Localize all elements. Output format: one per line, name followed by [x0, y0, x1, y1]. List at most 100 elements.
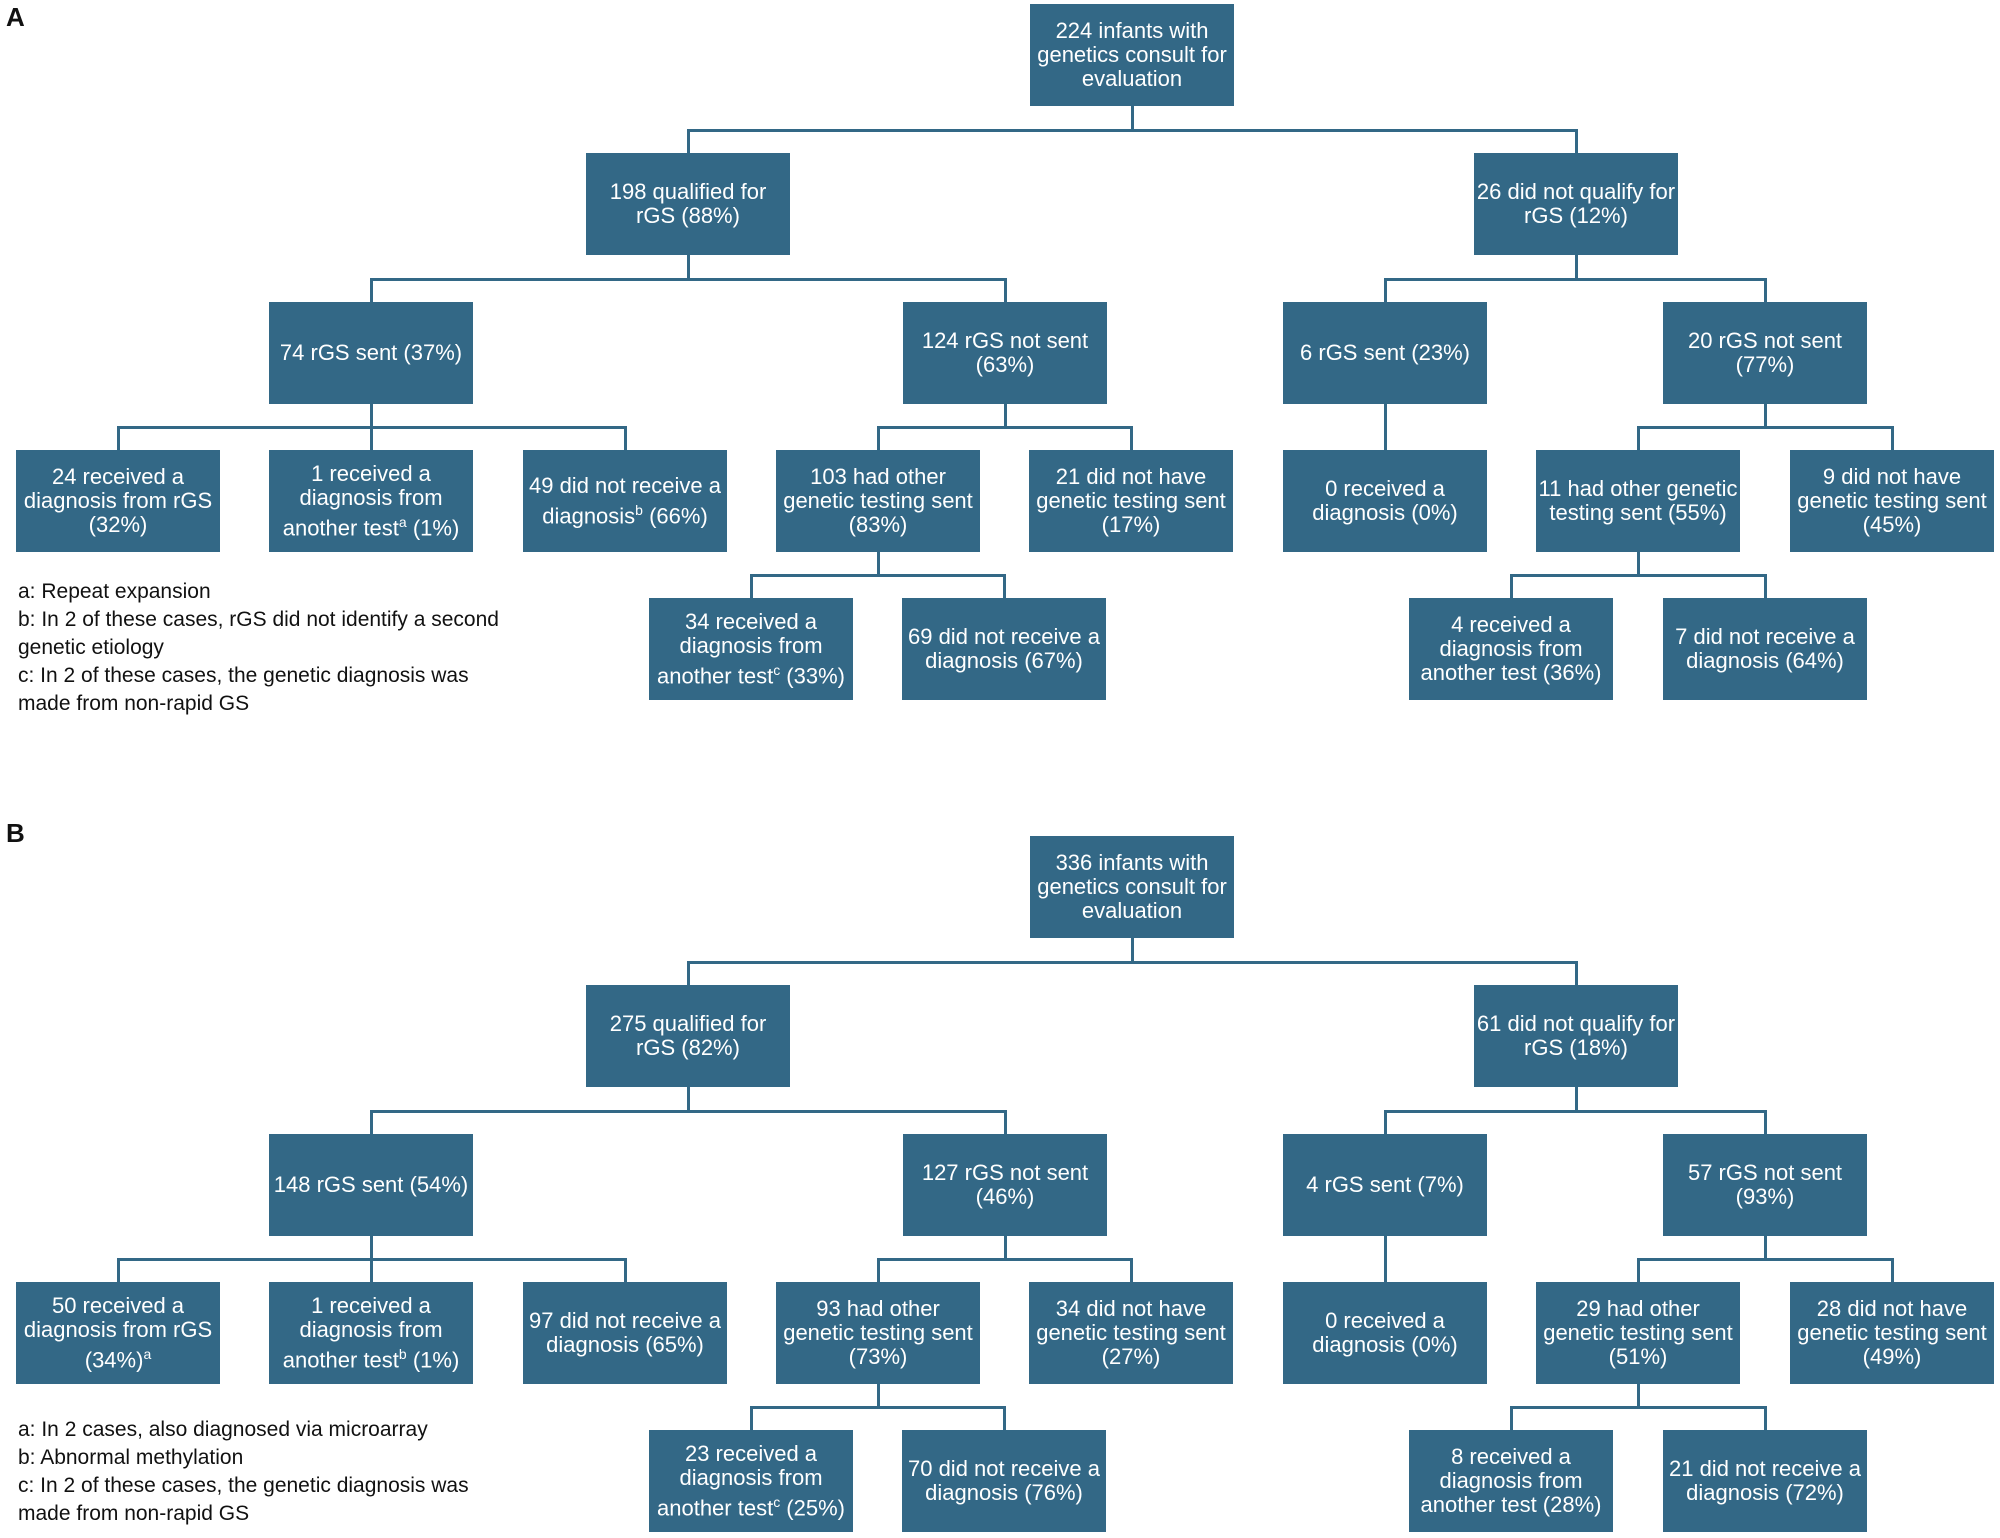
node-text: 11 had other genetic testing sent (55%): [1538, 476, 1738, 525]
connector-q_sent_dx: [116, 427, 120, 450]
node-q-sent: 74 rGS sent (37%): [269, 302, 473, 404]
connector-nq_ns_other: [1636, 552, 1640, 575]
node-text-tail: (25%): [780, 1495, 845, 1521]
connector-notqual: [1574, 255, 1578, 279]
node-nq-sent: 6 rGS sent (23%): [1283, 302, 1487, 404]
node-label: 1 received a diagnosis from another test…: [271, 1292, 471, 1373]
connector-bar-q_notsent: [876, 1257, 1133, 1261]
node-label: 1 received a diagnosis from another test…: [271, 460, 471, 541]
node-text: 275 qualified for rGS (82%): [609, 1011, 767, 1060]
node-text: 20 rGS not sent (77%): [1687, 328, 1843, 377]
node-nq-ns-none: 9 did not have genetic testing sent (45%…: [1790, 450, 1994, 552]
node-label: 224 infants with genetics consult for ev…: [1032, 19, 1232, 91]
node-q-sent-nodx: 97 did not receive a diagnosis (65%): [523, 1282, 727, 1384]
node-label: 93 had other genetic testing sent (73%): [778, 1297, 978, 1369]
node-text: 21 did not receive a diagnosis (72%): [1668, 1456, 1862, 1505]
node-label: 8 received a diagnosis from another test…: [1411, 1445, 1611, 1517]
node-text: 97 did not receive a diagnosis (65%): [528, 1308, 722, 1357]
node-text: 224 infants with genetics consult for ev…: [1037, 18, 1227, 91]
node-q-sent-other: 1 received a diagnosis from another test…: [269, 450, 473, 552]
node-label: 9 did not have genetic testing sent (45%…: [1792, 465, 1992, 537]
connector-q_sent: [369, 279, 373, 302]
node-text: 127 rGS not sent (46%): [921, 1160, 1089, 1209]
node-text: 148 rGS sent (54%): [273, 1172, 469, 1197]
panel-label-a: A: [6, 2, 25, 32]
node-label: 11 had other genetic testing sent (55%): [1538, 477, 1738, 525]
node-text: 7 did not receive a diagnosis (64%): [1675, 624, 1855, 673]
node-nq-notsent: 57 rGS not sent (93%): [1663, 1134, 1867, 1236]
footnote-marker: b: [398, 1345, 407, 1362]
node-text: 24 received a diagnosis from rGS (32%): [23, 464, 213, 537]
node-text: 21 did not have genetic testing sent (17…: [1036, 464, 1226, 537]
node-text: 1 received a diagnosis from another test: [282, 1292, 443, 1373]
footnote-line: made from non-rapid GS: [18, 1502, 250, 1525]
node-text-tail: (1%): [406, 515, 460, 541]
node-label: 34 received a diagnosis from another tes…: [651, 609, 851, 689]
connector-q_sent: [369, 1236, 373, 1259]
node-text: 1 received a diagnosis from another test: [282, 460, 443, 541]
node-q-ns-none: 34 did not have genetic testing sent (27…: [1029, 1282, 1233, 1384]
node-text: 6 rGS sent (23%): [1300, 340, 1470, 365]
panel-b-footnotes: a: In 2 cases, also diagnosed via microa…: [18, 1416, 469, 1528]
connector-root: [1130, 106, 1134, 130]
node-text: 29 had other genetic testing sent (51%): [1543, 1296, 1733, 1369]
node-text-tail: (33%): [780, 663, 845, 689]
node-q-ns-other-nodx: 69 did not receive a diagnosis (67%): [902, 598, 1106, 700]
connector-qual: [686, 255, 690, 279]
connector-q_ns_other_dx: [749, 1407, 753, 1430]
connector-notqual: [1574, 130, 1578, 153]
connector-nq_sent: [1383, 1236, 1387, 1259]
node-text: 57 rGS not sent (93%): [1687, 1160, 1843, 1209]
node-label: 29 had other genetic testing sent (51%): [1538, 1297, 1738, 1369]
connector-nq_ns_other: [1636, 427, 1640, 450]
connector-bar-q_ns_other: [749, 1405, 1006, 1409]
node-text: 49 did not receive a diagnosis: [528, 472, 722, 529]
connector-q_notsent: [1003, 1111, 1007, 1134]
connector-notqual: [1574, 962, 1578, 985]
footnote-marker: a: [398, 513, 407, 530]
node-text: 8 received a diagnosis from another test…: [1420, 1444, 1602, 1517]
node-label: 4 received a diagnosis from another test…: [1411, 613, 1611, 685]
connector-nq_sent_dx: [1383, 1259, 1387, 1282]
node-label: 34 did not have genetic testing sent (27…: [1031, 1297, 1231, 1369]
connector-bar-nq_ns_other: [1509, 573, 1767, 577]
node-text-tail: (66%): [642, 503, 708, 529]
node-label: 0 received a diagnosis (0%): [1285, 1309, 1485, 1357]
connector-q_ns_other_nodx: [1002, 1407, 1006, 1430]
connector-q_sent_dx: [116, 1259, 120, 1282]
connector-nq_ns_other: [1636, 1384, 1640, 1407]
connector-nq_ns_none: [1890, 1259, 1894, 1282]
node-text: 70 did not receive a diagnosis (76%): [907, 1456, 1101, 1505]
node-qual: 198 qualified for rGS (88%): [586, 153, 790, 255]
footnote-line: c: In 2 of these cases, the genetic diag…: [18, 664, 469, 687]
node-text: 61 did not qualify for rGS (18%): [1476, 1011, 1676, 1060]
node-text: 34 did not have genetic testing sent (27…: [1036, 1296, 1226, 1369]
node-text: 4 received a diagnosis from another test…: [1420, 612, 1602, 685]
connector-bar-q_ns_other: [749, 573, 1006, 577]
connector-bar-qual: [369, 1109, 1007, 1113]
node-q-sent-nodx: 49 did not receive a diagnosisb (66%): [523, 450, 727, 552]
footnote-line: b: Abnormal methylation: [18, 1446, 244, 1469]
node-q-sent-other: 1 received a diagnosis from another test…: [269, 1282, 473, 1384]
node-label: 103 had other genetic testing sent (83%): [778, 465, 978, 537]
connector-bar-notqual: [1383, 277, 1767, 281]
node-nq-sent-dx: 0 received a diagnosis (0%): [1283, 450, 1487, 552]
node-label: 23 received a diagnosis from another tes…: [651, 1441, 851, 1521]
node-text: 93 had other genetic testing sent (73%): [783, 1296, 973, 1369]
node-nq-ns-other-dx: 8 received a diagnosis from another test…: [1409, 1430, 1613, 1532]
node-label: 4 rGS sent (7%): [1306, 1173, 1464, 1197]
node-label: 28 did not have genetic testing sent (49…: [1792, 1297, 1992, 1369]
node-text-tail: (1%): [406, 1347, 460, 1373]
connector-bar-qual: [369, 277, 1007, 281]
node-text: 103 had other genetic testing sent (83%): [783, 464, 973, 537]
node-label: 50 received a diagnosis from rGS (34%)a: [18, 1293, 218, 1372]
node-nq-ns-other: 11 had other genetic testing sent (55%): [1536, 450, 1740, 552]
node-root: 336 infants with genetics consult for ev…: [1030, 836, 1234, 938]
node-nq-notsent: 20 rGS not sent (77%): [1663, 302, 1867, 404]
node-label: 61 did not qualify for rGS (18%): [1476, 1012, 1676, 1060]
node-label: 124 rGS not sent (63%): [905, 329, 1105, 377]
node-q-ns-none: 21 did not have genetic testing sent (17…: [1029, 450, 1233, 552]
connector-nq_ns_other_nodx: [1763, 1407, 1767, 1430]
